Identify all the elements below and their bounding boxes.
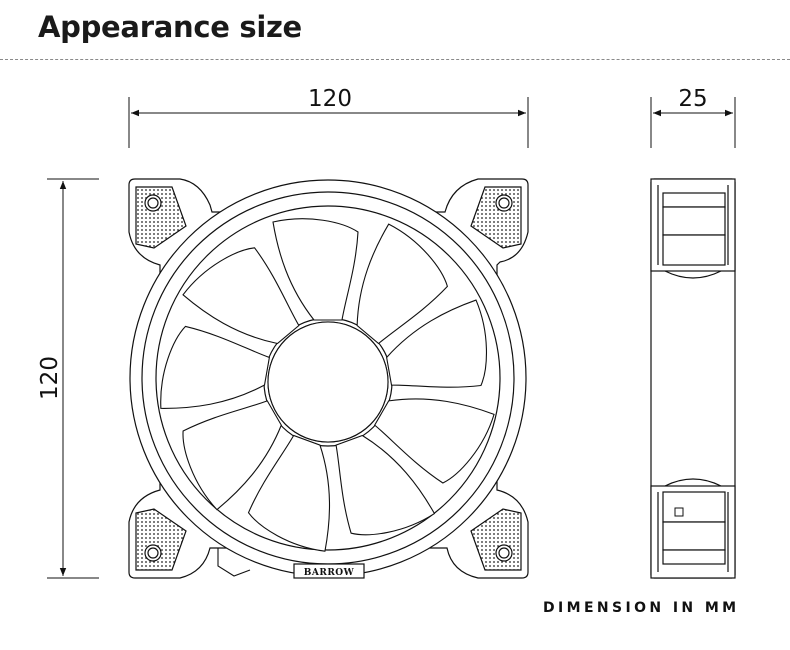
width-label: 120 <box>308 86 352 112</box>
page-title: Appearance size <box>38 10 302 44</box>
fan-blade <box>335 434 436 536</box>
cable-exit <box>217 548 251 577</box>
fan-blade <box>182 247 300 345</box>
brand-plate: BARROW <box>293 563 365 579</box>
cable-port-icon <box>674 507 684 517</box>
width-dimension <box>128 97 529 148</box>
mount-pad-top-left <box>135 186 187 249</box>
fan-blade <box>356 223 449 345</box>
height-label: 120 <box>37 356 63 400</box>
mount-pad-bottom-left <box>135 508 187 571</box>
depth-dimension <box>650 97 736 148</box>
fan-blade <box>247 434 331 552</box>
fan-blade <box>272 218 359 321</box>
fan-blade <box>373 398 495 484</box>
fan-blade <box>160 325 270 409</box>
height-dimension <box>47 178 99 579</box>
fan-blade <box>182 400 282 511</box>
brand-label: BARROW <box>304 568 355 578</box>
units-note: DIMENSION IN MM <box>543 600 740 616</box>
dashed-divider <box>0 59 790 60</box>
mount-pad-bottom-right <box>470 508 522 571</box>
fan-blade <box>386 299 487 388</box>
mount-pad-top-right <box>470 186 522 249</box>
fan-side-view <box>650 178 736 579</box>
fan-blades <box>160 218 495 552</box>
depth-label: 25 <box>678 86 707 112</box>
